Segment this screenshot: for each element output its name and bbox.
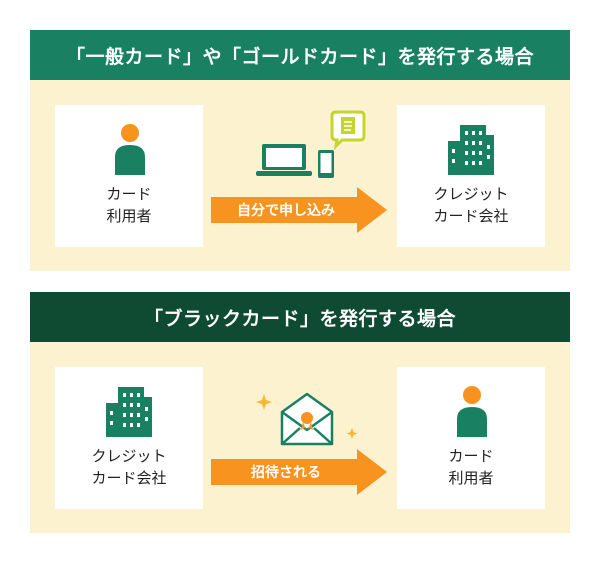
section2-card-company: クレジット カード会社 <box>55 367 203 509</box>
section2-panel: クレジット カード会社 招待される カード 利用者 <box>30 342 570 533</box>
section1-card-user: カード 利用者 <box>55 105 203 247</box>
laptop-icon <box>256 144 312 176</box>
section1-card-company: クレジット カード会社 <box>397 105 545 247</box>
section2-user-label-line1: カード <box>448 447 494 465</box>
section1-user-label-line1: カード <box>106 185 152 203</box>
smartphone-icon <box>318 150 334 178</box>
section2-card-user: カード 利用者 <box>397 367 545 509</box>
section2-company-label-line1: クレジット <box>91 447 167 465</box>
person-icon <box>457 386 487 437</box>
section1-arrow-label: 自分で申し込み <box>237 203 335 219</box>
document-bubble-icon <box>330 110 366 151</box>
section2-title: 「ブラックカード」を発行する場合 <box>143 307 456 330</box>
section1-panel: カード 利用者 自分で申し込み <box>30 80 570 271</box>
building-icon <box>448 125 494 175</box>
section1-arrow <box>211 187 387 233</box>
section1-header: 「一般カード」や「ゴールドカード」を発行する場合 <box>30 30 570 80</box>
section2-arrow <box>211 449 387 495</box>
section1-company-label-line2: カード会社 <box>433 207 509 225</box>
section1-company-label-line1: クレジット <box>433 185 509 203</box>
section2-header: 「ブラックカード」を発行する場合 <box>30 292 570 342</box>
section1-title: 「一般カード」や「ゴールドカード」を発行する場合 <box>65 45 534 68</box>
invitation-envelope-icon <box>256 392 358 446</box>
sparkle-icon <box>256 394 358 439</box>
section2-user-label-line2: 利用者 <box>448 469 494 487</box>
devices-icon <box>256 110 366 178</box>
person-icon <box>115 124 145 175</box>
building-icon <box>106 387 152 437</box>
section2-company-label-line2: カード会社 <box>91 469 167 487</box>
section2-arrow-label: 招待される <box>251 465 321 481</box>
section1-user-label-line2: 利用者 <box>106 207 152 225</box>
